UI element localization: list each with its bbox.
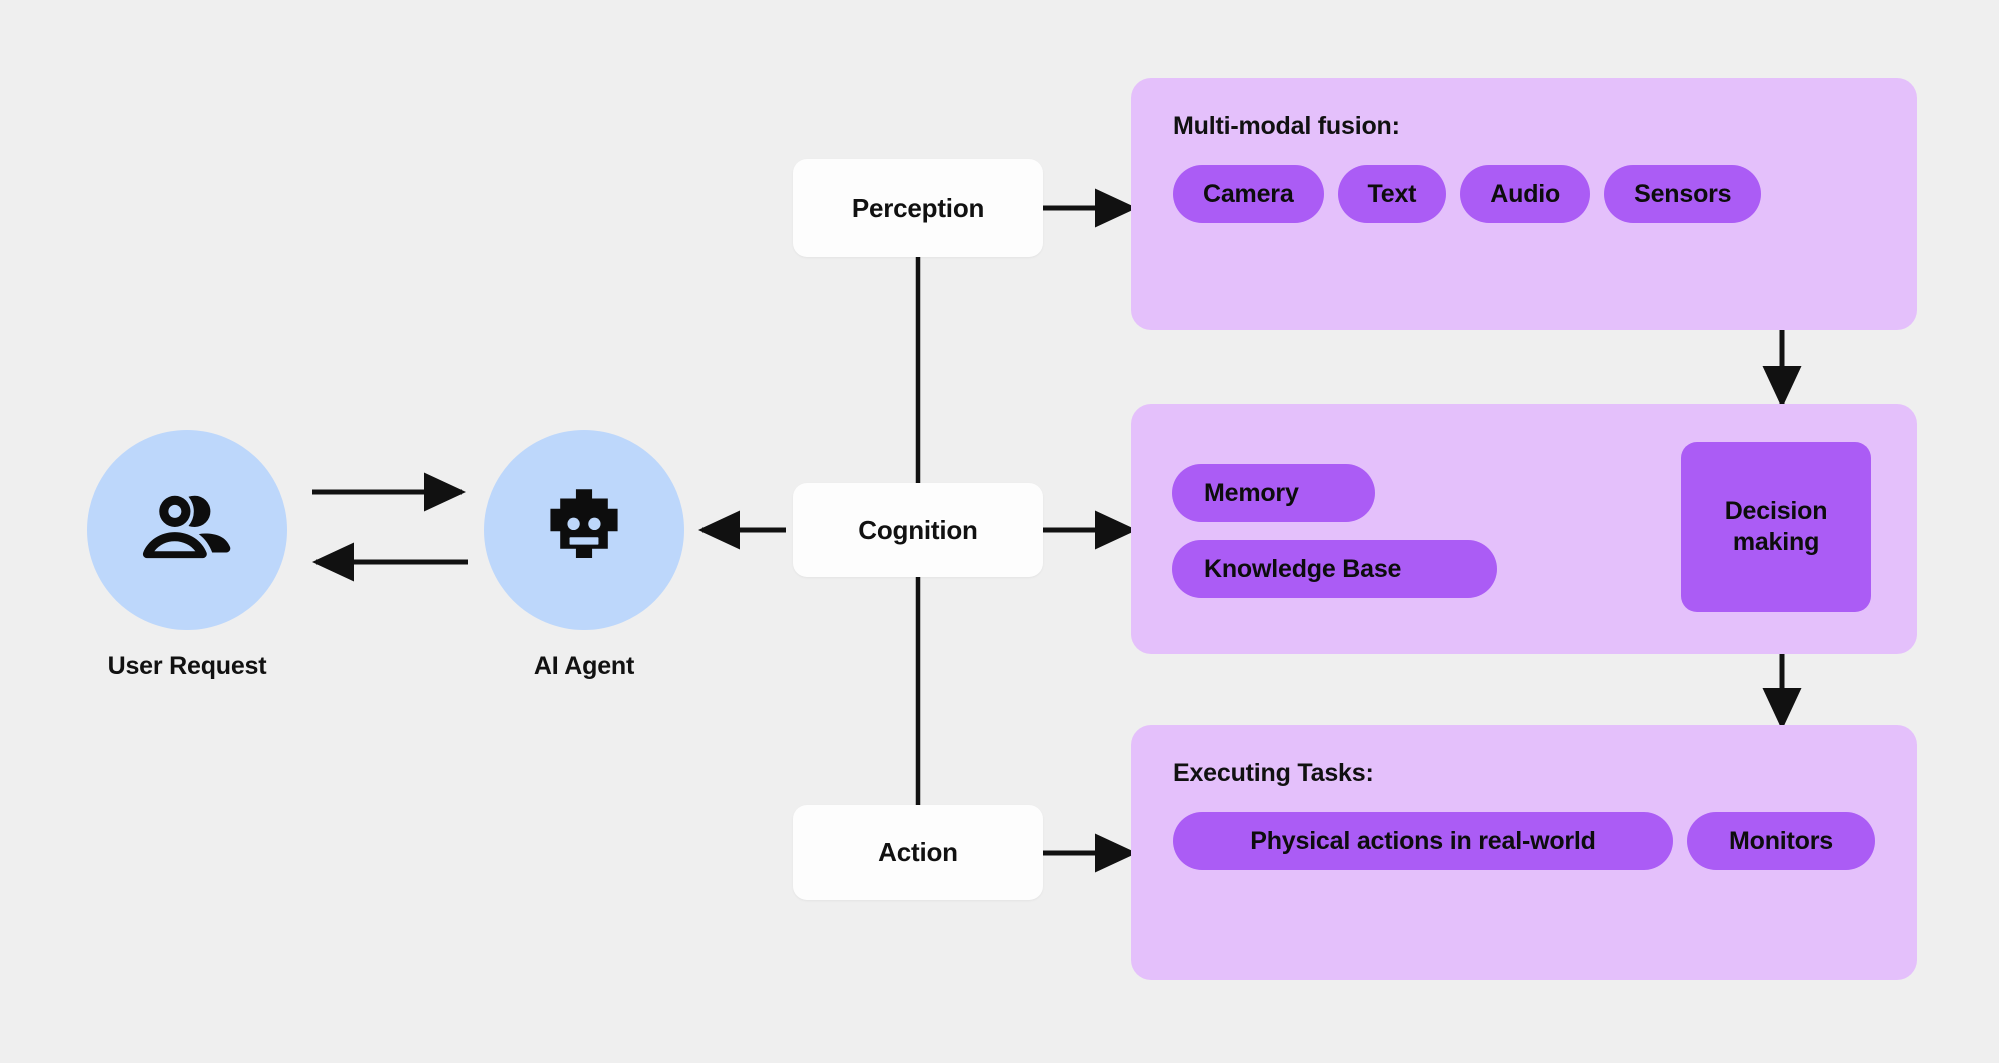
decision-making-label: Decision making (1724, 496, 1828, 557)
pill-camera[interactable]: Camera (1173, 165, 1324, 223)
decision-making-box[interactable]: Decision making (1681, 442, 1871, 612)
panel-multimodal-fusion: Multi-modal fusion: Camera Text Audio Se… (1131, 78, 1917, 330)
actor-label: User Request (107, 652, 267, 680)
users-icon (142, 495, 231, 559)
cognition-inputs: Memory Knowledge Base (1172, 464, 1497, 598)
pill-row: Camera Text Audio Sensors (1173, 165, 1875, 223)
actor-ai-agent[interactable]: AI Agent (484, 430, 684, 681)
pill-knowledge-base[interactable]: Knowledge Base (1172, 540, 1497, 598)
stage-label: Cognition (858, 514, 978, 545)
stage-box-cognition[interactable]: Cognition (793, 483, 1043, 577)
pill-row: Physical actions in real-world Monitors (1173, 812, 1875, 870)
stage-box-action[interactable]: Action (793, 805, 1043, 900)
actor-user-request[interactable]: User Request (87, 430, 287, 681)
stage-label: Perception (851, 192, 985, 223)
pill-text[interactable]: Text (1337, 165, 1447, 223)
actor-label: AI Agent (533, 652, 635, 680)
agent-avatar-circle (484, 430, 684, 630)
panel-executing-tasks: Executing Tasks: Physical actions in rea… (1131, 725, 1917, 980)
panel-title: Multi-modal fusion: (1173, 112, 1400, 140)
pill-audio[interactable]: Audio (1460, 165, 1591, 223)
pill-physical-actions[interactable]: Physical actions in real-world (1173, 812, 1673, 870)
panel-title: Executing Tasks: (1173, 759, 1374, 787)
user-avatar-circle (87, 430, 287, 630)
robot-icon (550, 489, 618, 559)
panel-cognition: Memory Knowledge Base Decision making (1131, 404, 1917, 654)
pill-memory[interactable]: Memory (1172, 464, 1375, 522)
stage-label: Action (878, 837, 958, 867)
stage-box-perception[interactable]: Perception (793, 159, 1043, 257)
pill-monitors[interactable]: Monitors (1687, 812, 1875, 870)
pill-sensors[interactable]: Sensors (1604, 165, 1762, 223)
